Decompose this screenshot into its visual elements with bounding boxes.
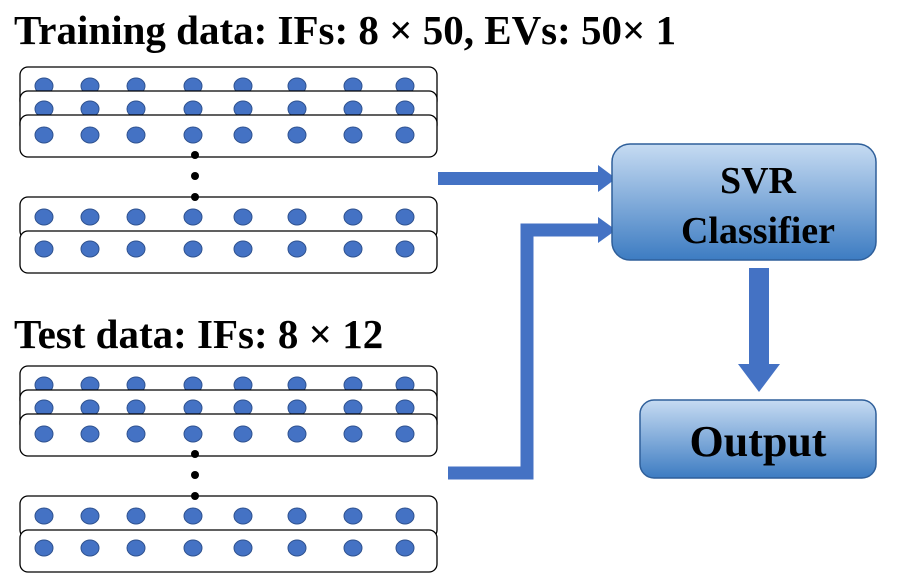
training-data-row-frame bbox=[19, 114, 438, 158]
test-data-dot bbox=[183, 539, 203, 557]
test-data-dot bbox=[80, 425, 100, 443]
classifier-label-line1: SVR bbox=[720, 160, 797, 202]
training-data-dot bbox=[287, 126, 307, 144]
training-data-row bbox=[19, 196, 438, 240]
test-data-dot bbox=[126, 539, 146, 557]
training-data-dot bbox=[395, 208, 415, 226]
test-data-dot bbox=[183, 425, 203, 443]
output-box: Output bbox=[639, 399, 877, 479]
test-to-classifier-arrow bbox=[448, 217, 616, 480]
test-data-dot bbox=[343, 425, 363, 443]
training-data-row-frame bbox=[19, 230, 438, 274]
training-data-dot bbox=[395, 126, 415, 144]
training-data-dot bbox=[287, 208, 307, 226]
training-data-dot bbox=[34, 208, 54, 226]
test-data-ellipsis-dot bbox=[191, 471, 199, 479]
training-data-dot bbox=[34, 240, 54, 258]
test-data-dot bbox=[80, 539, 100, 557]
test-data-ellipsis-dot bbox=[191, 450, 199, 458]
test-data-dot bbox=[34, 539, 54, 557]
test-data-dot bbox=[34, 425, 54, 443]
test-data-dot bbox=[395, 507, 415, 525]
test-data-dot bbox=[287, 539, 307, 557]
svr-classifier-box: SVR Classifier bbox=[611, 143, 877, 261]
training-data-dot bbox=[395, 240, 415, 258]
test-data-matrix bbox=[19, 365, 438, 573]
training-data-ellipsis-dot bbox=[191, 193, 199, 201]
test-data-title: Test data: IFs: 8 × 12 bbox=[14, 311, 384, 357]
test-data-dot bbox=[34, 507, 54, 525]
test-data-dot bbox=[233, 507, 253, 525]
training-data-dot bbox=[126, 208, 146, 226]
classifier-label-line2: Classifier bbox=[681, 210, 835, 252]
test-data-dot bbox=[343, 539, 363, 557]
test-data-row bbox=[19, 529, 438, 573]
test-data-dot bbox=[126, 425, 146, 443]
test-data-dot bbox=[287, 425, 307, 443]
test-data-ellipsis-dot bbox=[191, 492, 199, 500]
training-data-row bbox=[19, 114, 438, 158]
training-data-dot bbox=[287, 240, 307, 258]
training-data-dot bbox=[80, 240, 100, 258]
training-data-dot bbox=[343, 208, 363, 226]
training-data-row bbox=[19, 230, 438, 274]
test-data-dot bbox=[233, 539, 253, 557]
training-data-dot bbox=[183, 126, 203, 144]
output-label: Output bbox=[690, 417, 827, 466]
test-data-dot bbox=[233, 425, 253, 443]
test-data-dot bbox=[343, 507, 363, 525]
training-data-dot bbox=[343, 126, 363, 144]
test-data-dot bbox=[287, 507, 307, 525]
training-data-dot bbox=[126, 126, 146, 144]
test-data-dot bbox=[395, 539, 415, 557]
training-data-dot bbox=[233, 208, 253, 226]
test-data-row bbox=[19, 495, 438, 539]
training-data-dot bbox=[233, 240, 253, 258]
training-data-dot bbox=[80, 208, 100, 226]
training-data-dot bbox=[183, 208, 203, 226]
test-data-dot bbox=[80, 507, 100, 525]
training-data-dot bbox=[233, 126, 253, 144]
training-data-dot bbox=[34, 126, 54, 144]
training-data-dot bbox=[126, 240, 146, 258]
training-data-ellipsis-dot bbox=[191, 151, 199, 159]
training-data-dot bbox=[80, 126, 100, 144]
training-data-dot bbox=[183, 240, 203, 258]
training-data-matrix bbox=[19, 66, 438, 274]
training-data-ellipsis-dot bbox=[191, 172, 199, 180]
test-data-dot bbox=[126, 507, 146, 525]
training-to-classifier-arrow bbox=[438, 165, 616, 192]
classifier-to-output-arrow bbox=[738, 268, 780, 392]
test-data-dot bbox=[395, 425, 415, 443]
test-data-row-frame bbox=[19, 413, 438, 457]
test-data-row-frame bbox=[19, 529, 438, 573]
test-data-row bbox=[19, 413, 438, 457]
test-data-dot bbox=[183, 507, 203, 525]
training-data-dot bbox=[343, 240, 363, 258]
training-data-title: Training data: IFs: 8 × 50, EVs: 50× 1 bbox=[14, 7, 677, 53]
